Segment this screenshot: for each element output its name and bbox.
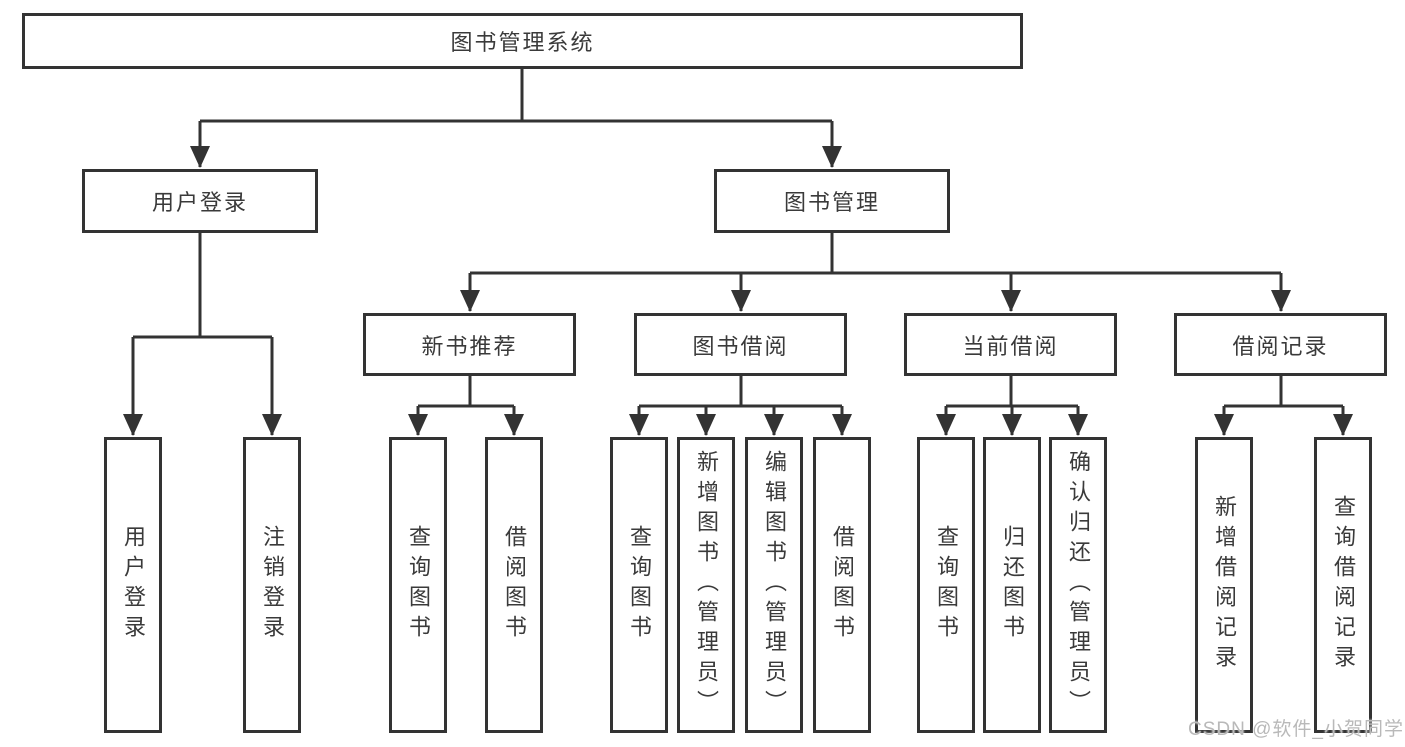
node-book-borrow-label: 图书借阅	[692, 333, 789, 359]
leaf-recommend-borrow-books: 借阅图书	[485, 437, 543, 733]
leaf-query-borrow-record-label: 查询借阅记录	[1331, 495, 1356, 675]
leaf-confirm-return-admin-label: 确认归还（管理员）	[1066, 450, 1091, 720]
leaf-borrow-query-books: 查询图书	[610, 437, 668, 733]
leaf-recommend-query-books: 查询图书	[389, 437, 447, 733]
leaf-user-login-label: 用户登录	[121, 525, 146, 645]
node-current-borrow-label: 当前借阅	[962, 333, 1059, 359]
node-book-management-label: 图书管理	[783, 190, 880, 215]
leaf-borrow-query-books-label: 查询图书	[627, 525, 652, 645]
leaf-user-login: 用户登录	[104, 437, 162, 733]
node-new-book-recommend-label: 新书推荐	[421, 333, 518, 359]
leaf-add-books-admin: 新增图书（管理员）	[677, 437, 735, 733]
leaf-confirm-return-admin: 确认归还（管理员）	[1049, 437, 1107, 733]
leaf-edit-books-admin-label: 编辑图书（管理员）	[762, 450, 787, 720]
csdn-watermark: CSDN @软件_小贺同学	[1188, 719, 1404, 740]
leaf-add-borrow-record: 新增借阅记录	[1195, 437, 1253, 733]
node-new-book-recommend: 新书推荐	[363, 313, 576, 376]
node-root-label: 图书管理系统	[450, 30, 595, 55]
leaf-current-query-books-label: 查询图书	[934, 525, 959, 645]
leaf-borrow-books-label: 借阅图书	[830, 525, 855, 645]
leaf-recommend-query-books-label: 查询图书	[406, 525, 431, 645]
leaf-return-books: 归还图书	[983, 437, 1041, 733]
leaf-recommend-borrow-books-label: 借阅图书	[502, 525, 527, 645]
leaf-logout-label: 注销登录	[260, 525, 285, 645]
node-current-borrow: 当前借阅	[904, 313, 1117, 376]
node-user-login-label: 用户登录	[151, 190, 248, 215]
leaf-logout: 注销登录	[243, 437, 301, 733]
leaf-query-borrow-record: 查询借阅记录	[1314, 437, 1372, 733]
leaf-add-borrow-record-label: 新增借阅记录	[1212, 495, 1237, 675]
leaf-borrow-books: 借阅图书	[813, 437, 871, 733]
leaf-add-books-admin-label: 新增图书（管理员）	[694, 450, 719, 720]
leaf-edit-books-admin: 编辑图书（管理员）	[745, 437, 803, 733]
node-user-login: 用户登录	[82, 169, 318, 233]
node-borrow-record: 借阅记录	[1174, 313, 1387, 376]
node-borrow-record-label: 借阅记录	[1232, 333, 1329, 359]
node-book-borrow: 图书借阅	[634, 313, 847, 376]
node-book-management: 图书管理	[714, 169, 950, 233]
leaf-return-books-label: 归还图书	[1000, 525, 1025, 645]
node-root: 图书管理系统	[22, 13, 1023, 69]
leaf-current-query-books: 查询图书	[917, 437, 975, 733]
